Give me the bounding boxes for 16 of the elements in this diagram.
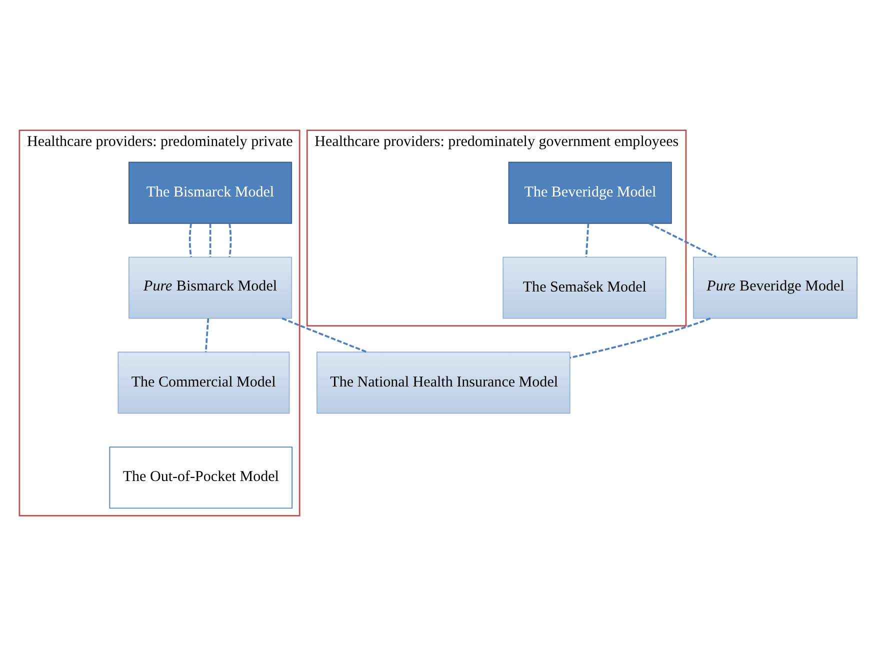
node-box: Pure Beveridge Model <box>693 256 858 318</box>
node-box: The Bismarck Model <box>128 161 292 224</box>
connector <box>648 222 717 258</box>
connector <box>209 222 212 257</box>
connector <box>204 318 210 352</box>
connector <box>282 317 368 352</box>
node-box: Pure Bismarck Model <box>128 256 292 318</box>
connector <box>188 222 192 257</box>
connector <box>570 316 711 358</box>
connector <box>228 222 232 257</box>
connector <box>585 222 590 257</box>
node-box: The Out-of-Pocket Model <box>109 446 293 508</box>
node-box: The Beveridge Model <box>508 161 672 224</box>
node-box: The National Health Insurance Model <box>316 351 570 414</box>
node-box: The Commercial Model <box>118 351 290 414</box>
node-box: The Semašek Model <box>502 256 666 318</box>
